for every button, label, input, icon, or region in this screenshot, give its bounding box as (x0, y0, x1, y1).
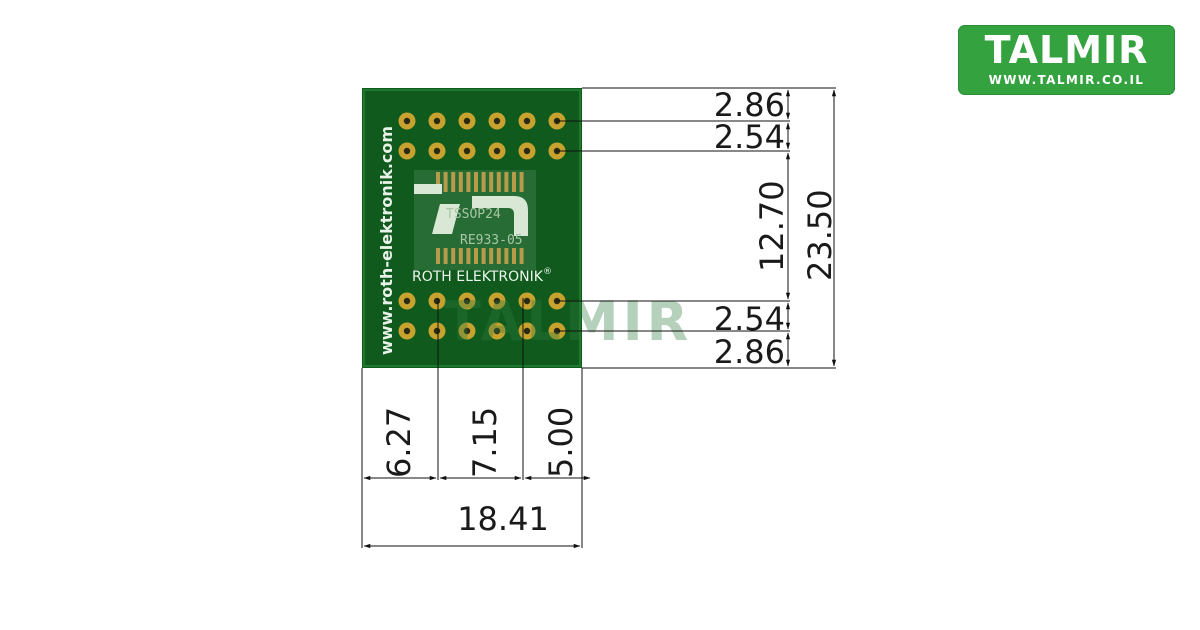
pad-hole (403, 117, 411, 125)
ic-lead (481, 248, 486, 264)
ic-lead (496, 172, 501, 192)
board-vertical-url: www.roth-elektronik.com (377, 126, 396, 355)
watermark: TALMIR (444, 290, 692, 353)
pad-hole (433, 327, 441, 335)
dim-right-bottom-2: 2.54 (714, 300, 785, 338)
dim-right-middle: 12.70 (753, 180, 791, 272)
ic-lead (466, 172, 471, 192)
pcb-board: www.roth-elektronik.com TSSOP24 RE933-05… (362, 88, 582, 368)
ic-lead (436, 172, 440, 192)
pad-hole (493, 117, 501, 125)
pad-hole (463, 147, 471, 155)
logo-bar (414, 184, 442, 194)
ic-lead (512, 248, 516, 264)
pad-hole (433, 297, 441, 305)
ic-lead (496, 248, 501, 264)
pad-hole (493, 147, 501, 155)
ic-lead (443, 248, 448, 264)
ic-lead (489, 248, 494, 264)
pad-hole (523, 147, 531, 155)
part-label: RE933-05 (460, 233, 523, 248)
package-label: TSSOP24 (446, 207, 501, 222)
pcb-edge (363, 89, 581, 367)
logo-slash (432, 204, 460, 234)
dim-total-height: 23.50 (801, 189, 839, 281)
ic-lead (474, 172, 478, 192)
right-dimension-lines (556, 87, 837, 369)
pad-hole (433, 147, 441, 155)
pad-hole (493, 297, 501, 305)
dim-bottom-left: 6.27 (380, 407, 418, 478)
pad-hole (523, 327, 531, 335)
dim-total-width: 18.41 (457, 500, 549, 538)
ic-lead (519, 172, 524, 192)
dim-bottom-middle: 7.15 (466, 407, 504, 478)
pad-hole (403, 327, 411, 335)
pad-hole (463, 327, 471, 335)
pad-hole (403, 147, 411, 155)
ic-lead (458, 248, 463, 264)
ic-lead (436, 248, 440, 264)
bottom-leads (436, 248, 524, 264)
pad-hole (493, 327, 501, 335)
ic-lead (458, 172, 463, 192)
logo-curve (472, 196, 528, 236)
ic-lead (481, 172, 486, 192)
pad-hole (463, 117, 471, 125)
talmir-logo: TALMIR WWW.TALMIR.CO.IL (958, 25, 1175, 95)
ic-lead (519, 248, 524, 264)
ic-lead (504, 248, 509, 264)
pad-hole (523, 297, 531, 305)
dim-right-top-1: 2.86 (714, 86, 785, 124)
logo-url: WWW.TALMIR.CO.IL (988, 73, 1145, 87)
ic-lead (474, 248, 478, 264)
ic-lead (443, 172, 448, 192)
logo-brand: TALMIR (984, 28, 1149, 72)
ic-lead (466, 248, 471, 264)
ic-lead (504, 172, 509, 192)
ic-lead (489, 172, 494, 192)
ic-lead (512, 172, 516, 192)
ic-lead (451, 248, 456, 264)
pad-hole (523, 117, 531, 125)
bottom-dimension-lines (361, 298, 591, 549)
tssop-footprint: TSSOP24 RE933-05 (414, 170, 536, 270)
maker-label: ROTH ELEKTRONIK® (412, 267, 552, 285)
top-leads (436, 172, 524, 192)
dim-right-bottom-1: 2.86 (714, 333, 785, 371)
dim-right-top-2: 2.54 (714, 118, 785, 156)
pad-hole (463, 297, 471, 305)
dim-bottom-right: 5.00 (542, 407, 580, 478)
pad-hole (403, 297, 411, 305)
pad-hole (433, 117, 441, 125)
ic-lead (451, 172, 456, 192)
